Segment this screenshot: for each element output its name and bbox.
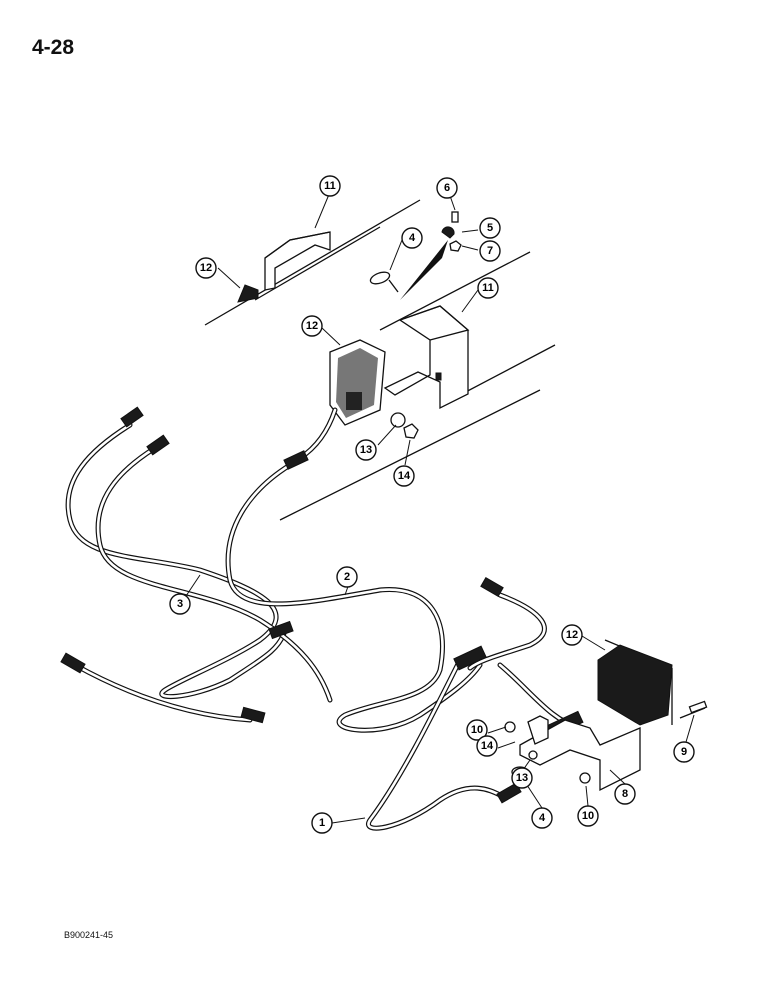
callout-14-upper-label: 14 xyxy=(398,470,411,482)
callout-1-label: 1 xyxy=(319,817,325,829)
callout-12-lower-label: 12 xyxy=(566,629,578,641)
callout-7-label: 7 xyxy=(487,245,493,257)
callout-1: 1 xyxy=(311,812,333,834)
callout-8: 8 xyxy=(614,783,636,805)
hardware-upper xyxy=(400,211,462,300)
callout-11-middle: 11 xyxy=(477,277,499,299)
callout-10-lower-label: 10 xyxy=(582,810,594,822)
callout-13-lower-label: 13 xyxy=(516,772,528,784)
wire-harnesses xyxy=(65,407,583,831)
callout-12-upper: 12 xyxy=(195,257,217,279)
callout-9-label: 9 xyxy=(681,746,687,758)
lamp-lower-assembly xyxy=(504,639,708,792)
callout-4-upper-label: 4 xyxy=(409,232,416,244)
callout-6: 6 xyxy=(436,177,458,199)
callout-12-middle-label: 12 xyxy=(306,320,318,332)
callout-2-label: 2 xyxy=(344,571,350,583)
callout-4-lower-label: 4 xyxy=(539,812,546,824)
callout-11-middle-label: 11 xyxy=(482,282,494,294)
callout-13-lower: 13 xyxy=(511,767,533,789)
lamp-middle xyxy=(329,339,419,439)
callout-13-upper: 13 xyxy=(355,439,377,461)
bracket-large xyxy=(383,305,470,410)
callout-5-label: 5 xyxy=(487,222,493,234)
callout-14-upper: 14 xyxy=(393,465,415,487)
callout-13-upper-label: 13 xyxy=(360,444,372,456)
callout-2: 2 xyxy=(336,566,358,588)
callout-5: 5 xyxy=(479,217,501,239)
callout-14-lower-label: 14 xyxy=(481,740,494,752)
page-number: 4-28 xyxy=(32,36,75,59)
callout-10-upper: 10 xyxy=(466,719,488,741)
frame-rails xyxy=(204,199,556,521)
callout-7: 7 xyxy=(479,240,501,262)
callout-10-upper-label: 10 xyxy=(471,724,483,736)
callout-4-lower: 4 xyxy=(531,807,553,829)
callout-12-middle: 12 xyxy=(301,315,323,337)
leader-lines xyxy=(185,189,695,824)
callout-3-label: 3 xyxy=(177,598,183,610)
callout-11-upper: 11 xyxy=(319,175,341,197)
callout-10-lower: 10 xyxy=(577,805,599,827)
lamp-small-upper xyxy=(237,284,259,303)
connectors xyxy=(60,406,584,804)
callout-4-upper: 4 xyxy=(401,227,423,249)
callout-12-lower: 12 xyxy=(561,624,583,646)
callout-6-label: 6 xyxy=(444,182,450,194)
callout-12-upper-label: 12 xyxy=(200,262,212,274)
callout-11-upper-label: 11 xyxy=(324,180,336,192)
callout-8-label: 8 xyxy=(622,788,628,800)
callout-9: 9 xyxy=(673,741,695,763)
callout-3: 3 xyxy=(169,593,191,615)
cable-clamp-upper xyxy=(369,271,399,293)
callout-14-lower: 14 xyxy=(476,735,498,757)
figure-code: B900241-45 xyxy=(64,930,114,940)
bracket-upper-left xyxy=(264,231,331,291)
